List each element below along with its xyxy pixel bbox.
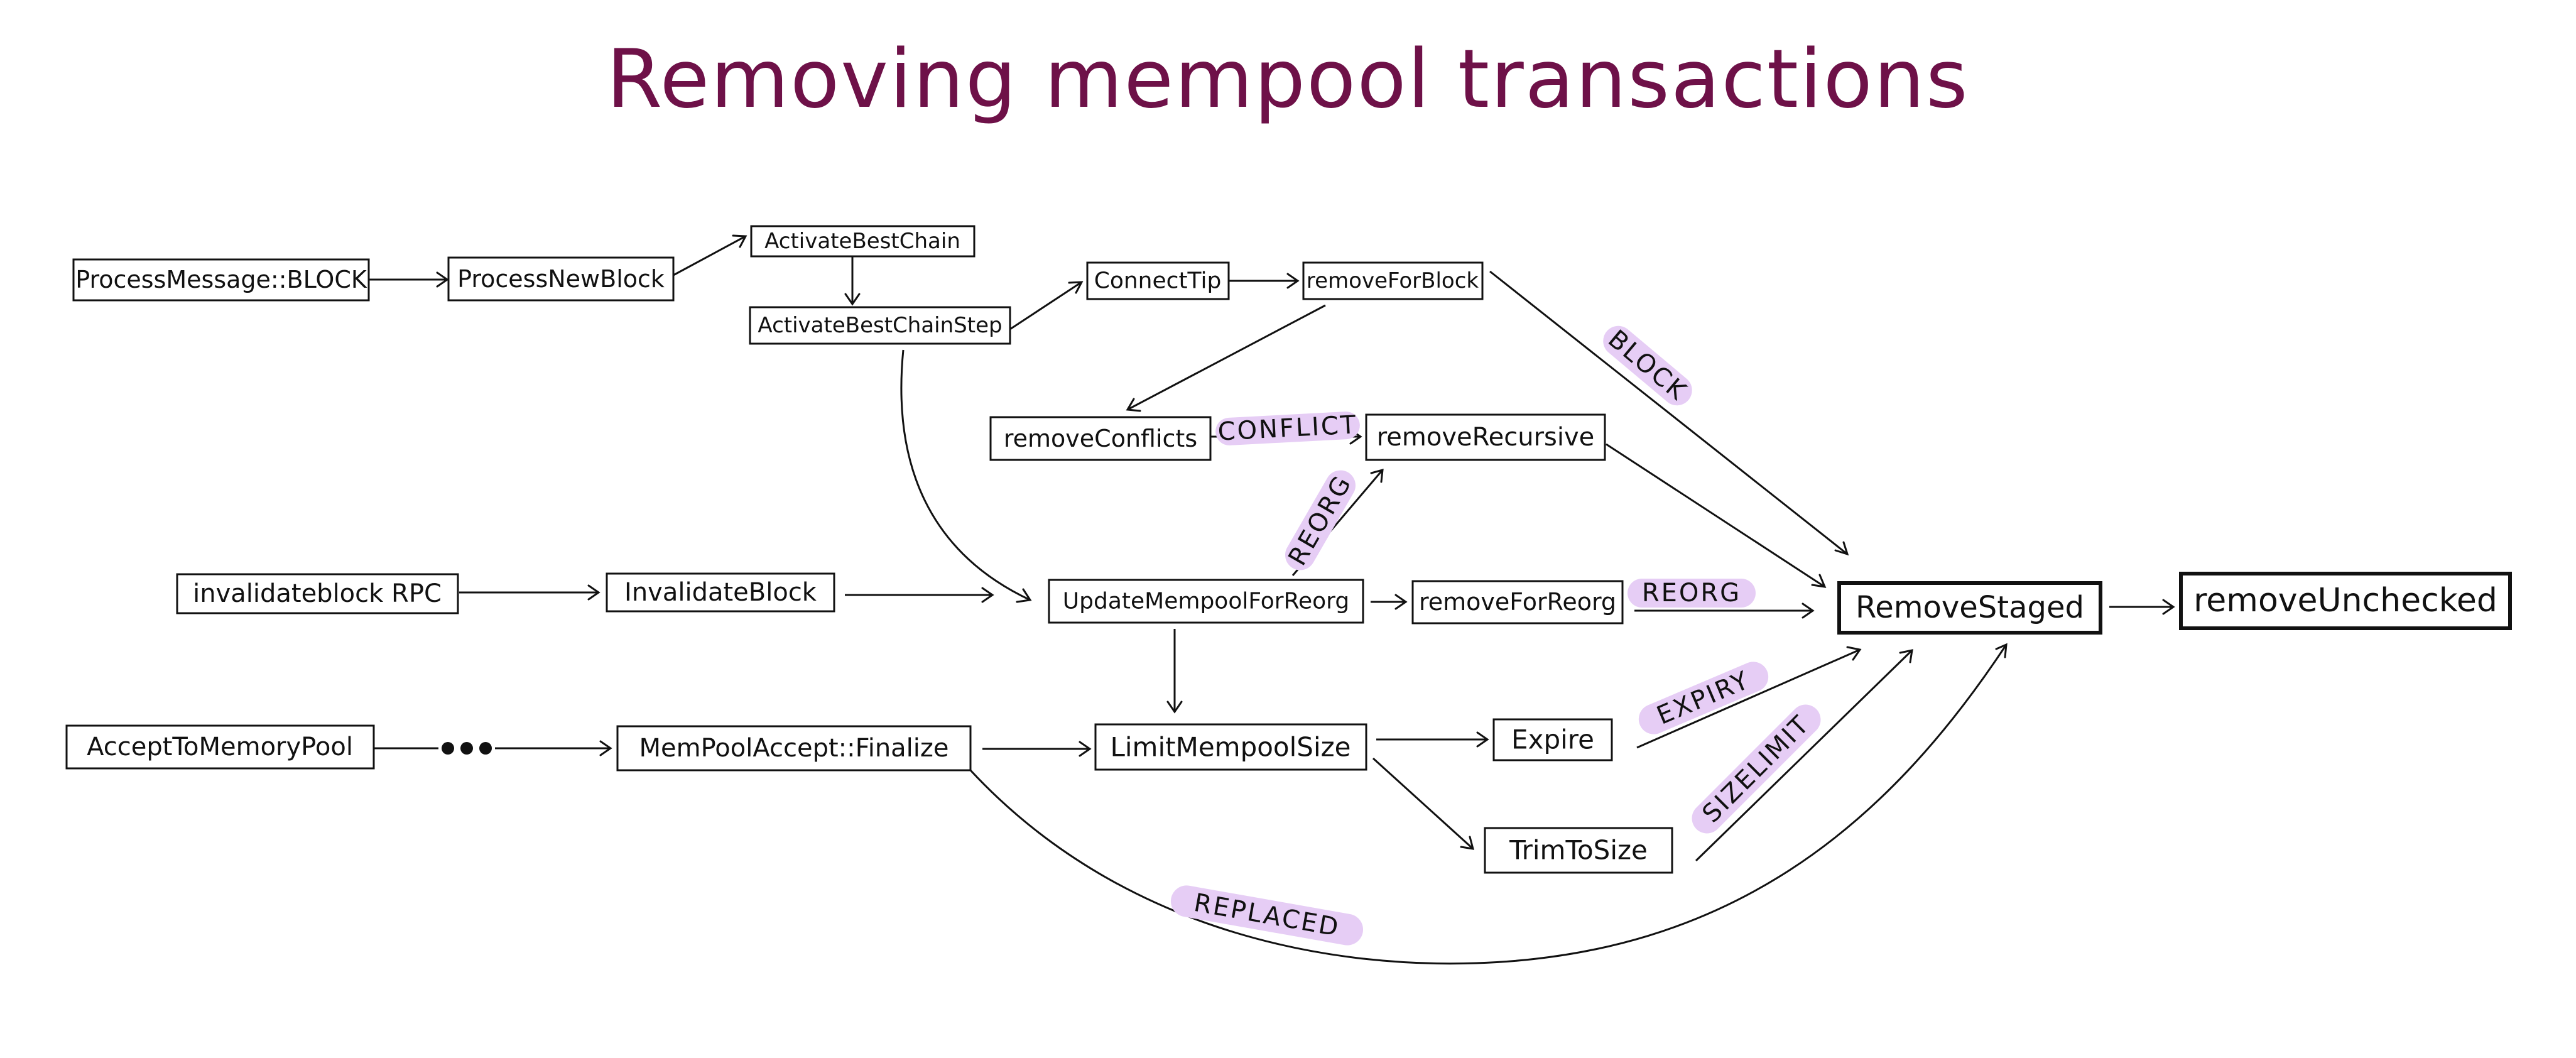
node-connect-tip: ConnectTip [1086,261,1230,300]
edge-removeforblock-to-removeconflicts [1127,304,1326,411]
arrowhead [1016,588,1032,603]
svg-text:REPLACED: REPLACED [1192,888,1342,942]
svg-text:removeUnchecked: removeUnchecked [2193,582,2497,619]
ellipsis-dots [442,742,492,755]
svg-text:InvalidateBlock: InvalidateBlock [624,578,817,607]
svg-text:ProcessMessage::BLOCK: ProcessMessage::BLOCK [75,266,367,293]
node-accept-to-memory-pool: AcceptToMemoryPool [65,724,375,770]
arrowhead [1899,649,1913,663]
node-update-mempool-for-reorg: UpdateMempoolForReorg [1048,579,1364,624]
node-remove-for-block: removeForBlock [1302,261,1484,300]
arrowhead [844,293,861,306]
node-expire: Expire [1492,718,1613,761]
svg-text:UpdateMempoolForReorg: UpdateMempoolForReorg [1063,589,1349,614]
node-remove-recursive: removeRecursive [1365,413,1606,461]
edge-finalize-to-removestaged [969,644,2008,965]
svg-text:CONFLICT: CONFLICT [1217,410,1359,447]
svg-text:TrimToSize: TrimToSize [1509,835,1648,866]
arrowhead [1995,643,2008,658]
node-activate-best-chain: ActivateBestChain [750,225,976,258]
edge-label-reorg-staged: REORG [1628,579,1756,608]
arrowhead [1286,273,1300,289]
node-invalidate-block: InvalidateBlock [606,572,835,613]
svg-text:ActivateBestChain: ActivateBestChain [764,229,960,254]
svg-text:MemPoolAccept::Finalize: MemPoolAccept::Finalize [639,734,948,763]
node-mempool-accept-finalize: MemPoolAccept::Finalize [616,725,972,772]
edge-label-sizelimit: SIZELIMIT [1692,704,1821,834]
node-remove-staged: RemoveStaged [1837,581,2102,635]
svg-text:ConnectTip: ConnectTip [1094,268,1222,294]
svg-text:ActivateBestChainStep: ActivateBestChainStep [758,313,1002,338]
node-trim-to-size: TrimToSize [1484,827,1673,874]
edge-expire-to-removestaged [1636,648,1861,749]
edge-removeforblock-to-removestaged [1489,270,1848,555]
arrowhead [1460,836,1475,850]
edge-label-reorg-recursive: REORG [1283,470,1357,570]
edge-label-block: BLOCK [1602,325,1693,407]
node-remove-for-reorg: removeForReorg [1411,580,1624,624]
arrowhead [1846,646,1862,661]
edge-label-replaced: REPLACED [1170,885,1364,946]
arrowhead [587,584,601,601]
arrowhead [1079,741,1092,757]
svg-text:REORG: REORG [1642,579,1741,608]
svg-text:Expire: Expire [1511,724,1594,755]
edge-step-to-connecttip [1009,281,1082,330]
node-remove-unchecked: removeUnchecked [2179,572,2512,630]
arrowhead [1166,701,1183,714]
svg-text:RemoveStaged: RemoveStaged [1856,590,2084,625]
svg-text:LimitMempoolSize: LimitMempoolSize [1110,732,1350,763]
arrowhead [1370,468,1384,483]
node-invalidateblock-rpc: invalidateblock RPC [176,573,459,614]
svg-text:AcceptToMemoryPool: AcceptToMemoryPool [87,733,353,761]
arrowhead [1126,398,1141,412]
svg-text:invalidateblock RPC: invalidateblock RPC [193,579,442,608]
arrowhead [2162,599,2175,615]
arrowhead [1068,281,1084,294]
svg-text:removeForReorg: removeForReorg [1419,588,1616,616]
edge-processnewblock-to-activatebestchain [673,235,746,276]
svg-text:REORG: REORG [1283,470,1357,570]
node-activate-best-chain-step: ActivateBestChainStep [749,306,1011,345]
node-remove-conflicts: removeConflicts [989,416,1212,461]
node-process-new-block: ProcessNewBlock [447,256,675,302]
arrowhead [732,234,747,248]
edge-step-to-updatemempool [900,349,1031,601]
arrowhead [1834,541,1849,556]
node-limit-mempool-size: LimitMempoolSize [1094,723,1367,771]
svg-text:removeRecursive: removeRecursive [1377,423,1595,452]
edge-removerecursive-to-removestaged [1606,443,1825,588]
arrowhead [1802,603,1815,619]
svg-text:removeForBlock: removeForBlock [1307,268,1479,293]
nodes: ProcessMessage::BLOCK ProcessNewBlock Ac… [65,225,2512,874]
svg-text:EXPIRY: EXPIRY [1653,665,1754,730]
svg-text:ProcessNewBlock: ProcessNewBlock [457,265,665,293]
arrowhead [436,271,449,288]
arrowhead [1394,594,1408,610]
diagram-title: Removing mempool transactions [606,33,1969,126]
arrowhead [1476,731,1489,748]
svg-text:BLOCK: BLOCK [1602,325,1693,407]
svg-text:removeConflicts: removeConflicts [1004,425,1197,452]
svg-text:SIZELIMIT: SIZELIMIT [1697,709,1815,828]
node-processmessage-block: ProcessMessage::BLOCK [72,258,370,302]
arrowhead [599,740,612,756]
edge-label-conflict: CONFLICT [1215,410,1360,447]
edge-trimtosize-to-removestaged [1695,649,1913,862]
arrowhead [981,587,994,603]
arrowhead [1811,574,1827,588]
edge-limitmempoolsize-to-trimtosize [1372,757,1474,850]
